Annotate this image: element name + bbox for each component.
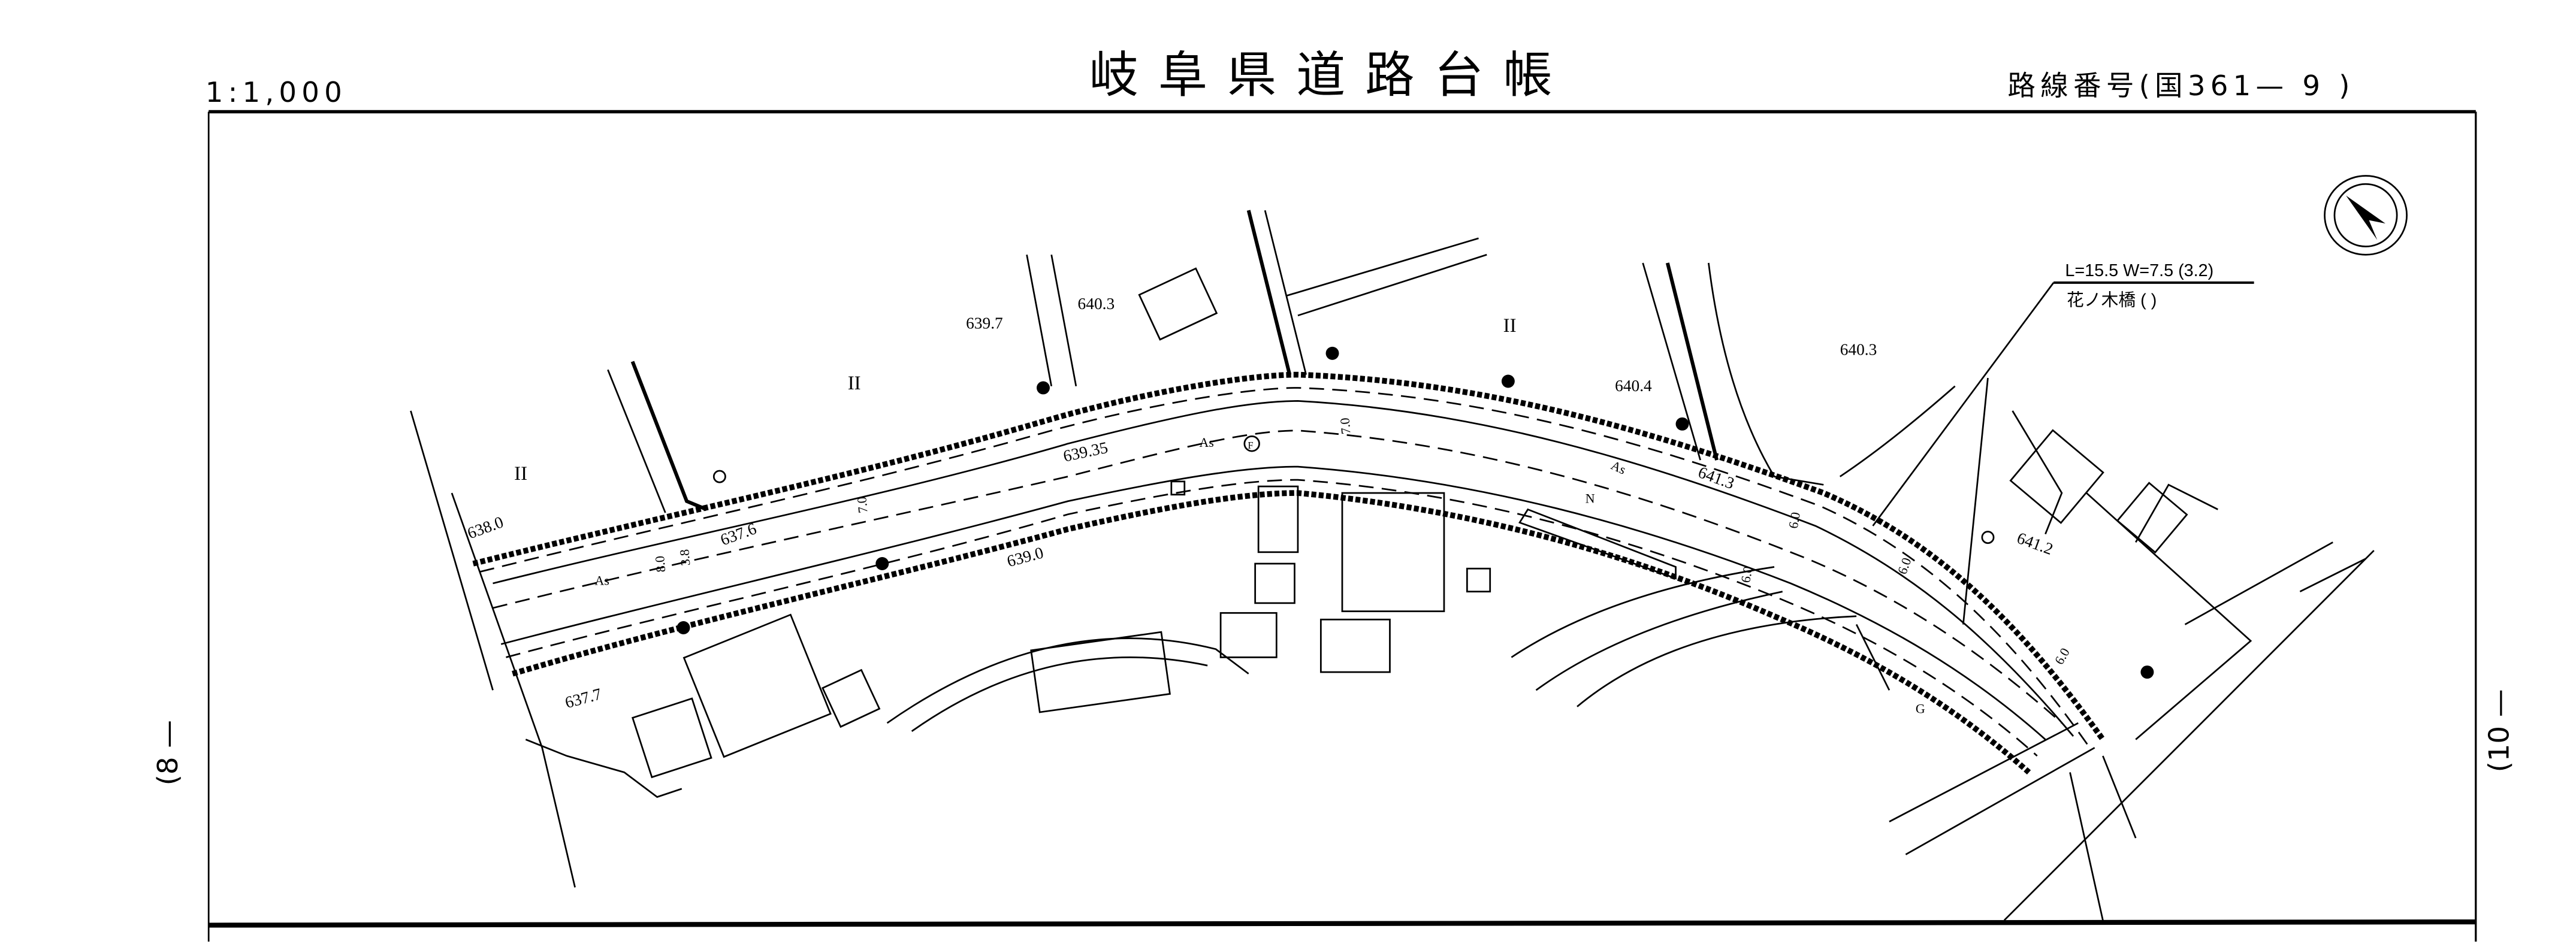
- buildings: [631, 267, 2188, 779]
- map-label: 6.0: [1738, 565, 1755, 583]
- pole-icon: [1981, 531, 1995, 544]
- page-title: 岐阜県道路台帳: [1089, 47, 1572, 104]
- map-label: 7.0: [1337, 417, 1353, 435]
- national-route-361-road: [472, 371, 2106, 775]
- map-frame: [207, 110, 2477, 942]
- adjacent-sheet-left[interactable]: (8 —: [152, 720, 184, 785]
- elevation-label: 639.7: [966, 314, 1003, 332]
- map-label: II: [848, 373, 861, 394]
- elevation-label: 638.0: [465, 513, 506, 542]
- field-marks: II II II: [514, 315, 1516, 485]
- elevation-label: 640.3: [1840, 341, 1877, 359]
- map-label: 7.0: [854, 496, 870, 514]
- pole-icon: [712, 470, 726, 483]
- map-label: II: [514, 463, 527, 485]
- utility-poles: [677, 346, 2154, 679]
- pole-icon: [1325, 346, 1339, 360]
- route-number: 路線番号(国361— 9 ): [2007, 69, 2354, 102]
- map-label: N: [1586, 491, 1595, 506]
- scale-label: 1:1,000: [206, 76, 347, 108]
- elevation-label: 641.2: [2015, 529, 2055, 558]
- map-label: F: [1248, 440, 1253, 451]
- pole-icon: [677, 621, 690, 634]
- adjacent-sheet-right[interactable]: (10 —: [2483, 689, 2515, 772]
- map-label: As: [1199, 435, 1213, 450]
- pole-icon: [1675, 417, 1689, 431]
- elevation-label: 641.3: [1696, 463, 1737, 492]
- road-width-labels: 7.0 8.0 3.8 7.0 6.0 6.0 6.0 6.0: [652, 417, 2073, 667]
- pole-icon: [875, 557, 889, 570]
- map-label: 6.0: [2052, 645, 2073, 667]
- elevation-label: 637.6: [718, 519, 759, 549]
- pole-icon: [1037, 381, 1050, 395]
- elevation-label: 637.7: [563, 685, 603, 712]
- map-label: As: [594, 573, 609, 588]
- bridge-annotation: L=15.5 W=7.5 (3.2) 花ノ木橋 ( ): [1872, 261, 2254, 527]
- elevation-label: 639.35: [1062, 438, 1110, 465]
- map-label: 3.8: [677, 549, 693, 567]
- map-label: 8.0: [652, 555, 668, 573]
- elevation-label: 639.0: [1005, 543, 1045, 570]
- map-label: 6.0: [1786, 511, 1803, 530]
- elevation-label: 640.3: [1078, 295, 1115, 313]
- map-label: G: [1916, 701, 1925, 716]
- north-arrow-icon: [2324, 175, 2408, 256]
- pole-icon: [1501, 374, 1515, 388]
- pole-icon: [2140, 665, 2154, 679]
- parcel-lines: [410, 210, 2375, 921]
- fire-hydrant-icon: F: [1243, 435, 1260, 452]
- bridge-dimensions: L=15.5 W=7.5 (3.2): [2065, 261, 2213, 280]
- elevation-label: 640.4: [1615, 377, 1652, 395]
- map-label: II: [1503, 315, 1517, 337]
- bridge-name: 花ノ木橋 ( ): [2067, 291, 2157, 310]
